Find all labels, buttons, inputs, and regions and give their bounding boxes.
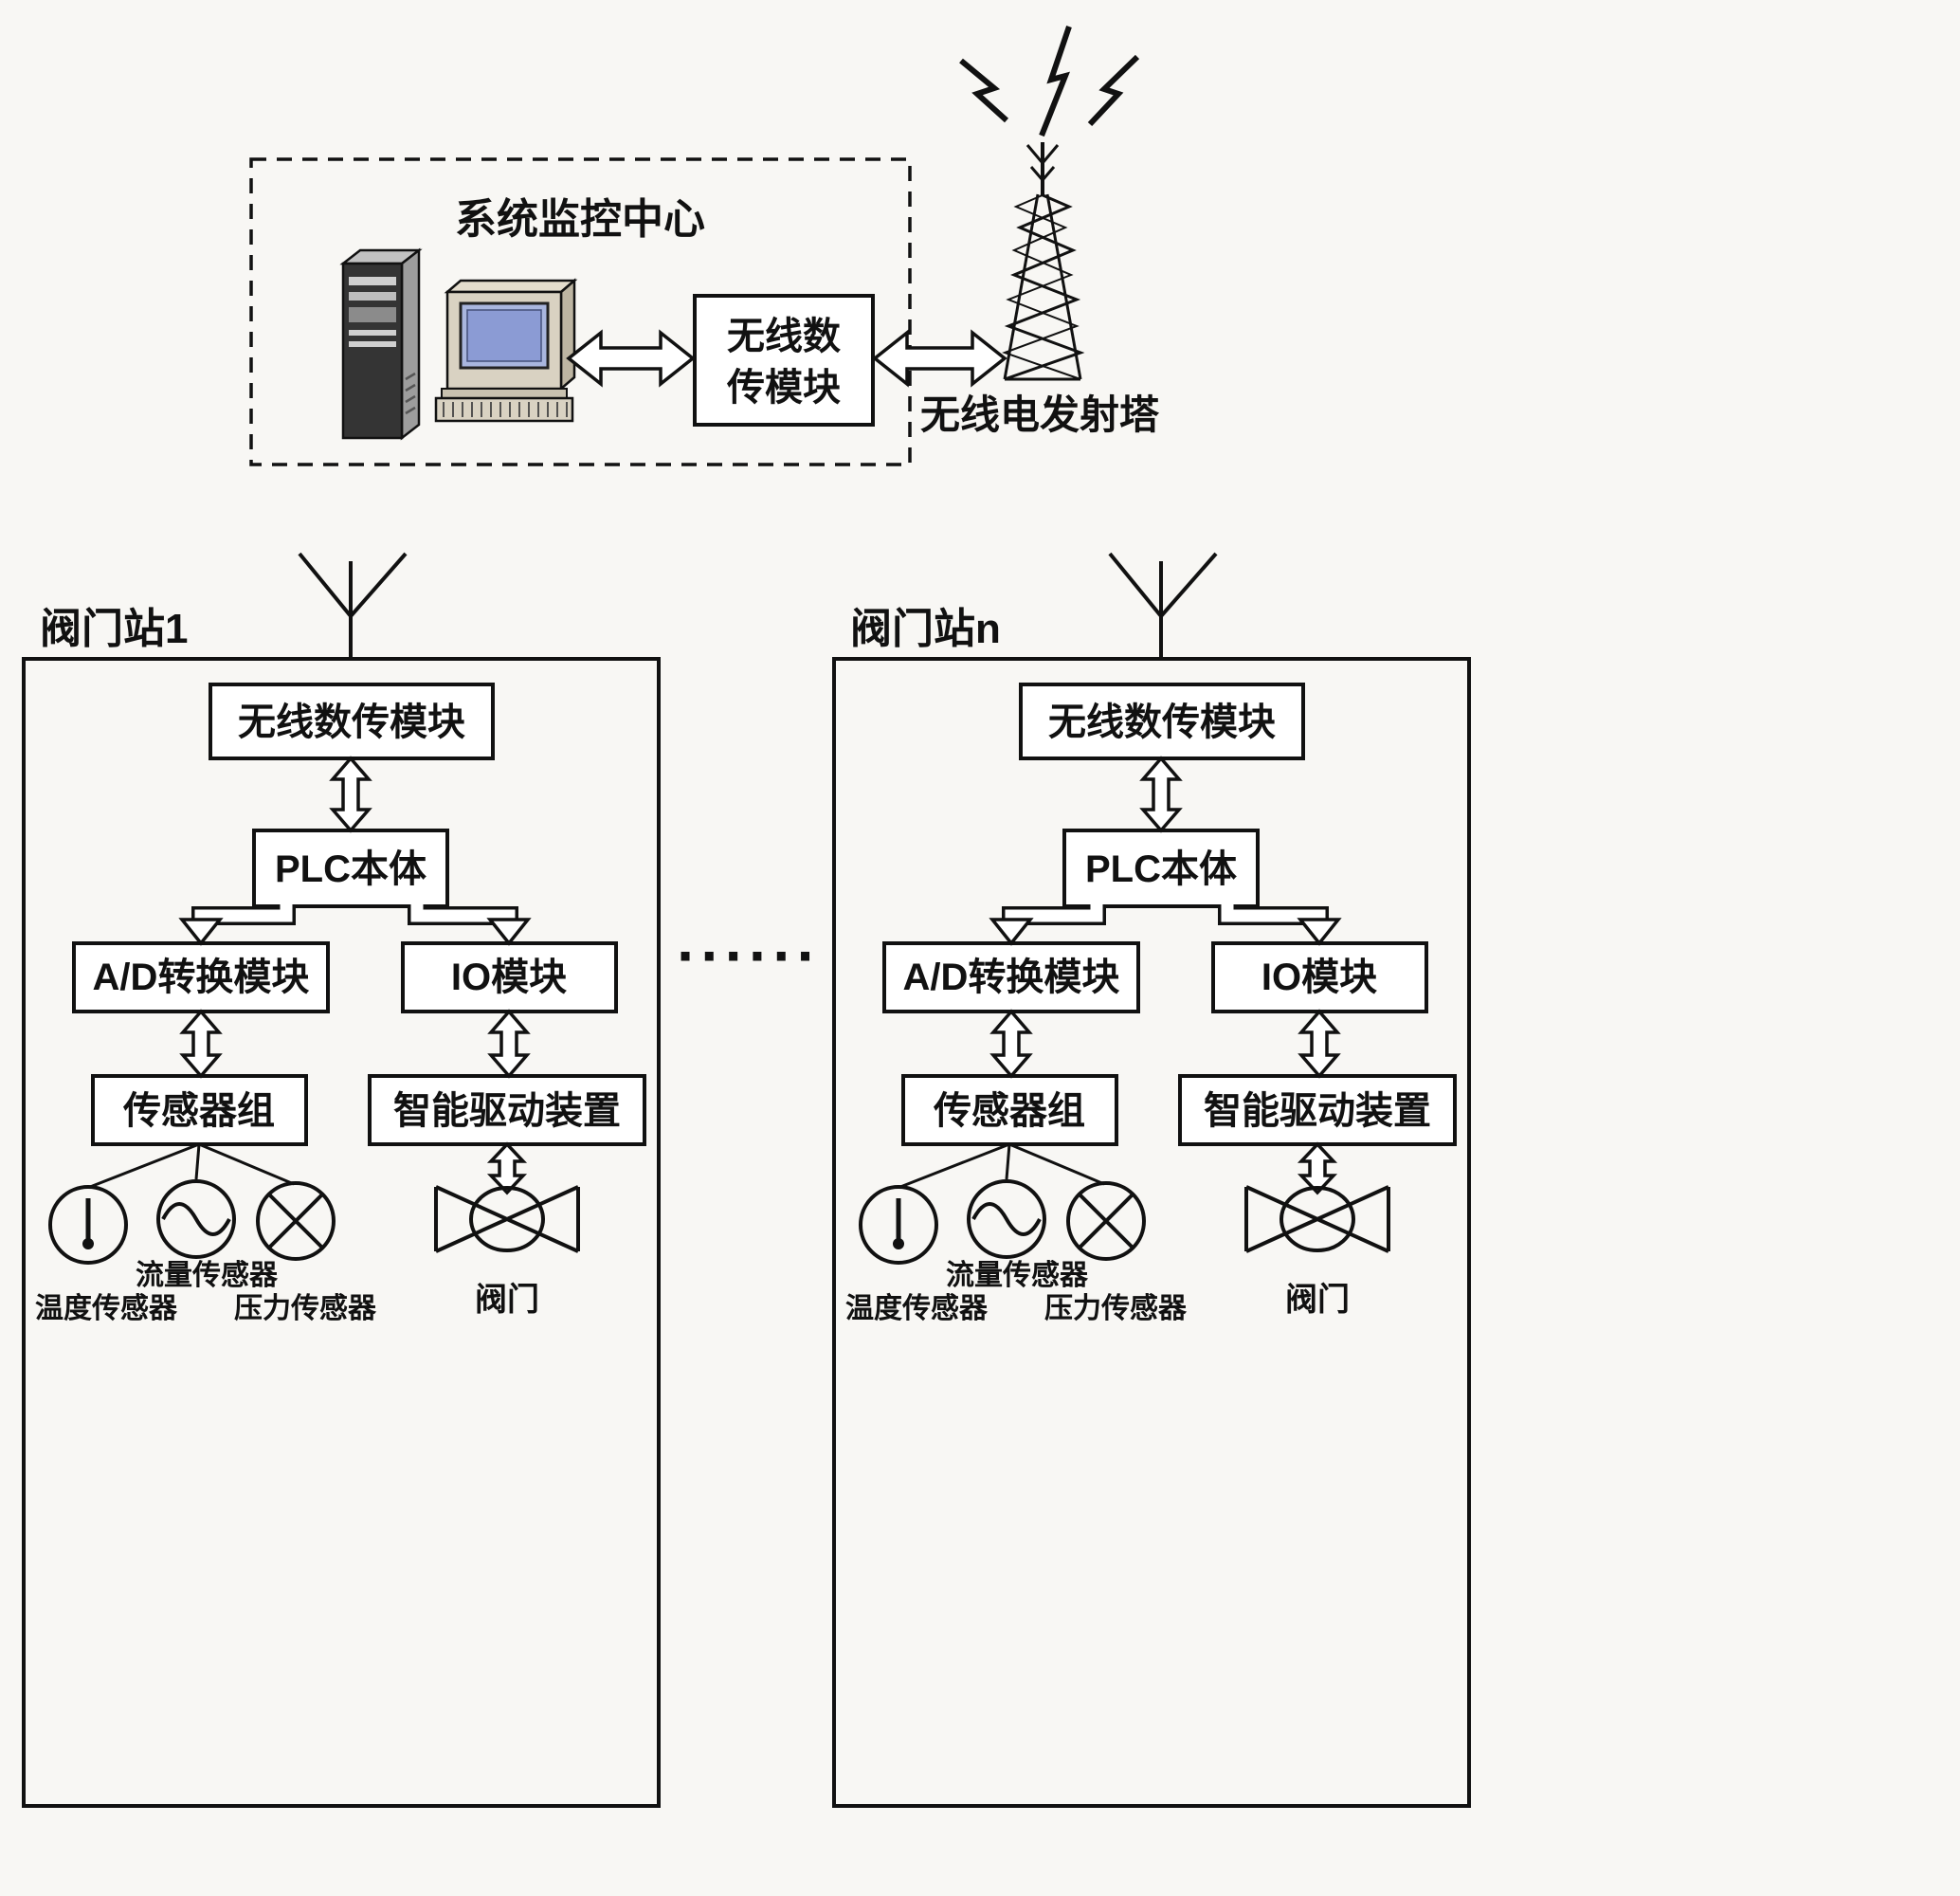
- lightning-bolts-icon: [959, 26, 1140, 137]
- station1-valve-label: 阀门: [475, 1282, 539, 1318]
- stationN-temp-label: 温度传感器: [845, 1293, 989, 1324]
- station1-plc-label: PLC本体: [275, 848, 426, 890]
- stationN-io-label: IO模块: [1261, 957, 1377, 998]
- station1-pressure-label: 压力传感器: [234, 1293, 377, 1324]
- center-wireless-line2: 传模块: [726, 367, 841, 409]
- monitoring-center-title: 系统监控中心: [455, 196, 705, 243]
- monitoring-center: 系统监控中心: [249, 157, 1007, 466]
- station1-io-label: IO模块: [451, 957, 567, 998]
- stations-ellipsis: ······: [677, 921, 821, 990]
- stationN-drive-label: 智能驱动装置: [1204, 1090, 1431, 1132]
- radio-tower-label: 无线电发射塔: [920, 392, 1160, 437]
- center-wireless-module-box: [693, 294, 875, 427]
- stationN-flow-label: 流量传感器: [946, 1260, 1089, 1291]
- station1-temp-label: 温度传感器: [35, 1293, 178, 1324]
- stationN-pressure-label: 压力传感器: [1044, 1293, 1188, 1324]
- computer-tower-icon: [339, 247, 423, 441]
- station1-ad-label: A/D转换模块: [93, 957, 310, 998]
- station1-flow-label: 流量传感器: [136, 1260, 279, 1291]
- station1-drive-label: 智能驱动装置: [393, 1090, 621, 1132]
- valve-station-n: 阀门站n 无线数传模块 PLC本体 A/D转换模块 IO模块 传感器组 智能驱动…: [834, 554, 1469, 1806]
- station1-name: 阀门站1: [40, 606, 188, 652]
- station1-sensor-group-label: 传感器组: [122, 1090, 275, 1132]
- stationN-ad-label: A/D转换模块: [903, 957, 1120, 998]
- center-wireless-line1: 无线数: [727, 316, 841, 357]
- stationN-name: 阀门站n: [850, 606, 1001, 652]
- stationN-valve-label: 阀门: [1285, 1282, 1350, 1318]
- radio-tower: 无线电发射塔: [920, 26, 1160, 437]
- stationN-plc-label: PLC本体: [1085, 848, 1237, 890]
- valve-station-1: 阀门站1 无线数传模块 PLC本体 A/D转换模块 IO模块 传感器组 智能驱动…: [24, 554, 659, 1806]
- radio-tower-icon: [1002, 142, 1085, 381]
- stationN-wireless-label: 无线数传模块: [1048, 702, 1276, 743]
- station1-wireless-label: 无线数传模块: [238, 702, 465, 743]
- monitor-icon: [434, 278, 578, 423]
- monitoring-center-outline: [249, 157, 912, 466]
- keyboard-keys: [443, 402, 568, 417]
- double-arrow-pc-module: [566, 329, 696, 388]
- double-arrow-module-tower: [872, 329, 1007, 388]
- stationN-sensor-group-label: 传感器组: [933, 1090, 1085, 1132]
